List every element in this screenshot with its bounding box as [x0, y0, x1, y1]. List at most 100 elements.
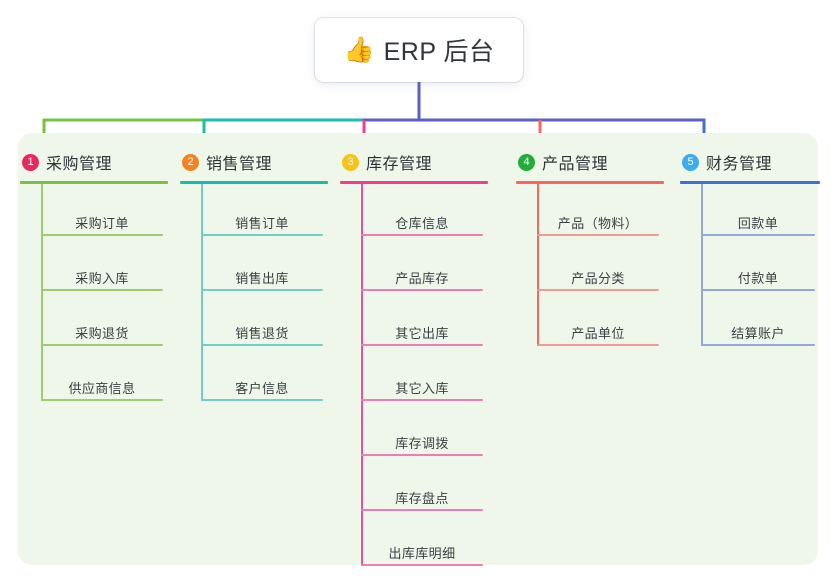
- list-item-rule: [361, 289, 483, 291]
- column-number-badge: 4: [518, 153, 535, 171]
- list-item-rule: [701, 289, 815, 291]
- list-item[interactable]: 库存盘点: [361, 456, 483, 511]
- list-item[interactable]: 产品（物料）: [537, 184, 659, 236]
- column-header-rule: [20, 181, 168, 184]
- list-item[interactable]: 产品库存: [361, 236, 483, 291]
- list-item[interactable]: 采购入库: [41, 236, 163, 291]
- list-item[interactable]: 销售出库: [201, 236, 323, 291]
- list-item-rule: [361, 399, 483, 401]
- column-title: 库存管理: [366, 156, 433, 173]
- list-item[interactable]: 其它出库: [361, 291, 483, 346]
- list-item[interactable]: 产品单位: [537, 291, 659, 346]
- column-header-rule: [680, 181, 820, 184]
- list-item-rule: [201, 399, 323, 401]
- list-item-rule: [41, 399, 163, 401]
- column-1: 1 采购管理采购订单采购入库采购退货供应商信息: [20, 147, 168, 401]
- list-item-label: 其它出库: [395, 326, 449, 341]
- list-item[interactable]: 采购订单: [41, 184, 163, 236]
- column-number-badge: 1: [22, 153, 39, 171]
- column-items: 仓库信息产品库存其它出库其它入库库存调拨库存盘点出库库明细: [340, 184, 488, 566]
- list-item-label: 库存盘点: [395, 491, 449, 506]
- list-item-label: 仓库信息: [395, 216, 449, 231]
- column-4: 4 产品管理产品（物料） 产品分类产品单位: [516, 147, 664, 346]
- list-item-label: 采购退货: [75, 326, 129, 341]
- column-header-rule: [180, 181, 328, 184]
- list-item-rule: [537, 289, 659, 291]
- list-item-label: 出库库明细: [388, 546, 456, 561]
- thumbs-up-icon: 👍: [343, 35, 375, 64]
- list-item-rule: [361, 509, 483, 511]
- list-item-rule: [201, 289, 323, 291]
- list-item-rule: [201, 234, 323, 236]
- column-title: 财务管理: [706, 156, 773, 173]
- column-spine: [701, 184, 703, 346]
- column-items: 销售订单销售出库销售退货客户信息: [180, 184, 328, 401]
- list-item-label: 产品单位: [571, 326, 625, 341]
- column-spine: [537, 184, 539, 346]
- column-header-4[interactable]: 4 产品管理: [516, 147, 664, 177]
- column-spine: [201, 184, 203, 401]
- list-item-label: 供应商信息: [68, 381, 136, 396]
- list-item-label: 客户信息: [235, 381, 289, 396]
- list-item[interactable]: 付款单: [701, 236, 815, 291]
- list-item-label: 销售订单: [235, 216, 289, 231]
- page-title: ERP 后台: [383, 38, 495, 66]
- column-items: 产品（物料） 产品分类产品单位: [516, 184, 664, 346]
- list-item-label: 销售出库: [235, 271, 289, 286]
- column-number-badge: 5: [682, 153, 699, 171]
- list-item-label: 产品分类: [571, 271, 625, 286]
- column-title: 产品管理: [542, 156, 609, 173]
- column-title: 销售管理: [206, 156, 273, 173]
- list-item-rule: [701, 344, 815, 346]
- column-header-3[interactable]: 3 库存管理: [340, 147, 488, 177]
- column-5: 5 财务管理回款单付款单结算账户: [680, 147, 820, 346]
- list-item-rule: [41, 344, 163, 346]
- list-item-label: 采购入库: [75, 271, 129, 286]
- column-3: 3 库存管理仓库信息产品库存其它出库其它入库库存调拨库存盘点出库库明细: [340, 147, 488, 566]
- list-item[interactable]: 回款单: [701, 184, 815, 236]
- list-item-label: 付款单: [737, 271, 779, 286]
- list-item-rule: [537, 344, 659, 346]
- list-item[interactable]: 客户信息: [201, 346, 323, 401]
- column-header-5[interactable]: 5 财务管理: [680, 147, 820, 177]
- list-item-label: 产品库存: [395, 271, 449, 286]
- list-item-rule: [41, 234, 163, 236]
- list-item-label: 库存调拨: [395, 436, 449, 451]
- list-item[interactable]: 库存调拨: [361, 401, 483, 456]
- list-item-rule: [537, 234, 659, 236]
- list-item-rule: [361, 454, 483, 456]
- column-header-rule: [340, 181, 488, 184]
- list-item[interactable]: 其它入库: [361, 346, 483, 401]
- column-header-1[interactable]: 1 采购管理: [20, 147, 168, 177]
- list-item-label: 结算账户: [731, 326, 785, 341]
- list-item-label: 产品（物料）: [557, 216, 639, 231]
- list-item-label: 回款单: [737, 216, 779, 231]
- list-item[interactable]: 销售退货: [201, 291, 323, 346]
- root-node-card[interactable]: 👍 ERP 后台: [315, 18, 523, 82]
- list-item-rule: [361, 564, 483, 566]
- column-number-badge: 3: [342, 153, 359, 171]
- column-items: 采购订单采购入库采购退货供应商信息: [20, 184, 168, 401]
- list-item[interactable]: 供应商信息: [41, 346, 163, 401]
- list-item-label: 采购订单: [75, 216, 129, 231]
- list-item[interactable]: 采购退货: [41, 291, 163, 346]
- column-header-rule: [516, 181, 664, 184]
- list-item[interactable]: 结算账户: [701, 291, 815, 346]
- list-item-rule: [361, 234, 483, 236]
- list-item-rule: [701, 234, 815, 236]
- list-item[interactable]: 销售订单: [201, 184, 323, 236]
- list-item[interactable]: 仓库信息: [361, 184, 483, 236]
- list-item[interactable]: 产品分类: [537, 236, 659, 291]
- list-item-rule: [41, 289, 163, 291]
- column-spine: [41, 184, 43, 401]
- column-spine: [361, 184, 363, 566]
- list-item-rule: [361, 344, 483, 346]
- column-title: 采购管理: [46, 156, 113, 173]
- column-items: 回款单付款单结算账户: [680, 184, 820, 346]
- list-item-rule: [201, 344, 323, 346]
- list-item-label: 其它入库: [395, 381, 449, 396]
- list-item[interactable]: 出库库明细: [361, 511, 483, 566]
